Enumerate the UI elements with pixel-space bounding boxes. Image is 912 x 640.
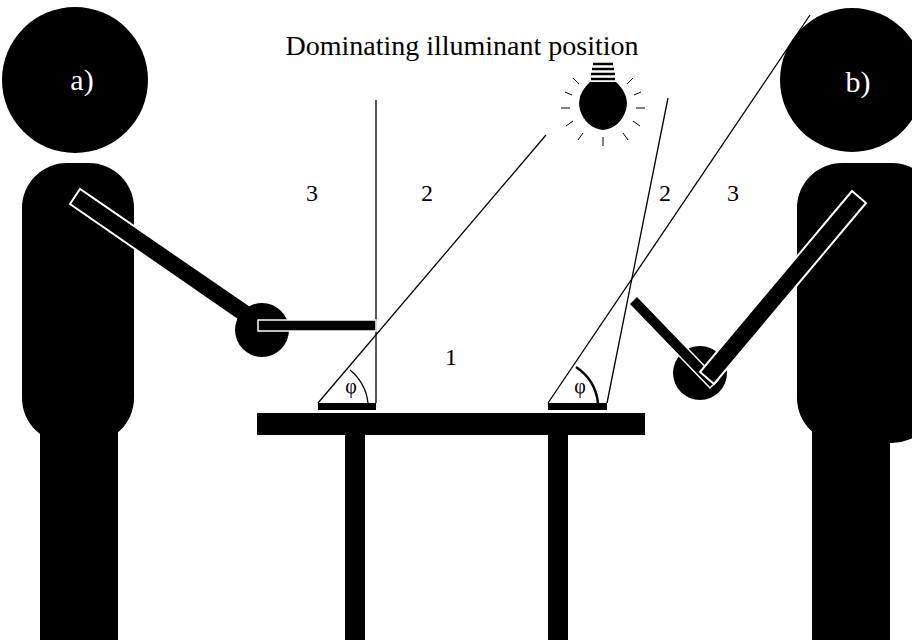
- region-number: 3: [727, 181, 739, 205]
- light-source-label: Dominating illuminant position: [285, 32, 638, 60]
- table-leg: [345, 435, 365, 640]
- head-circle: b): [808, 27, 908, 137]
- legs: [812, 400, 890, 640]
- head-circle: a): [27, 25, 137, 135]
- region-number: 3: [306, 181, 318, 205]
- angle-symbol: φ: [345, 376, 357, 396]
- table-top: [257, 413, 645, 435]
- region-number: 1: [445, 345, 457, 369]
- region-number: 2: [421, 181, 433, 205]
- table-leg: [548, 435, 568, 640]
- light-bulb: [561, 64, 645, 146]
- sample: [318, 403, 376, 410]
- sample: [548, 403, 607, 410]
- panel-letter: a): [70, 63, 93, 97]
- arm: [629, 191, 866, 400]
- angle-symbol: φ: [574, 376, 586, 396]
- panel-letter: b): [846, 65, 871, 99]
- arm: [70, 189, 376, 357]
- region-number: 2: [659, 181, 671, 205]
- legs: [40, 400, 118, 640]
- head: [2, 7, 148, 153]
